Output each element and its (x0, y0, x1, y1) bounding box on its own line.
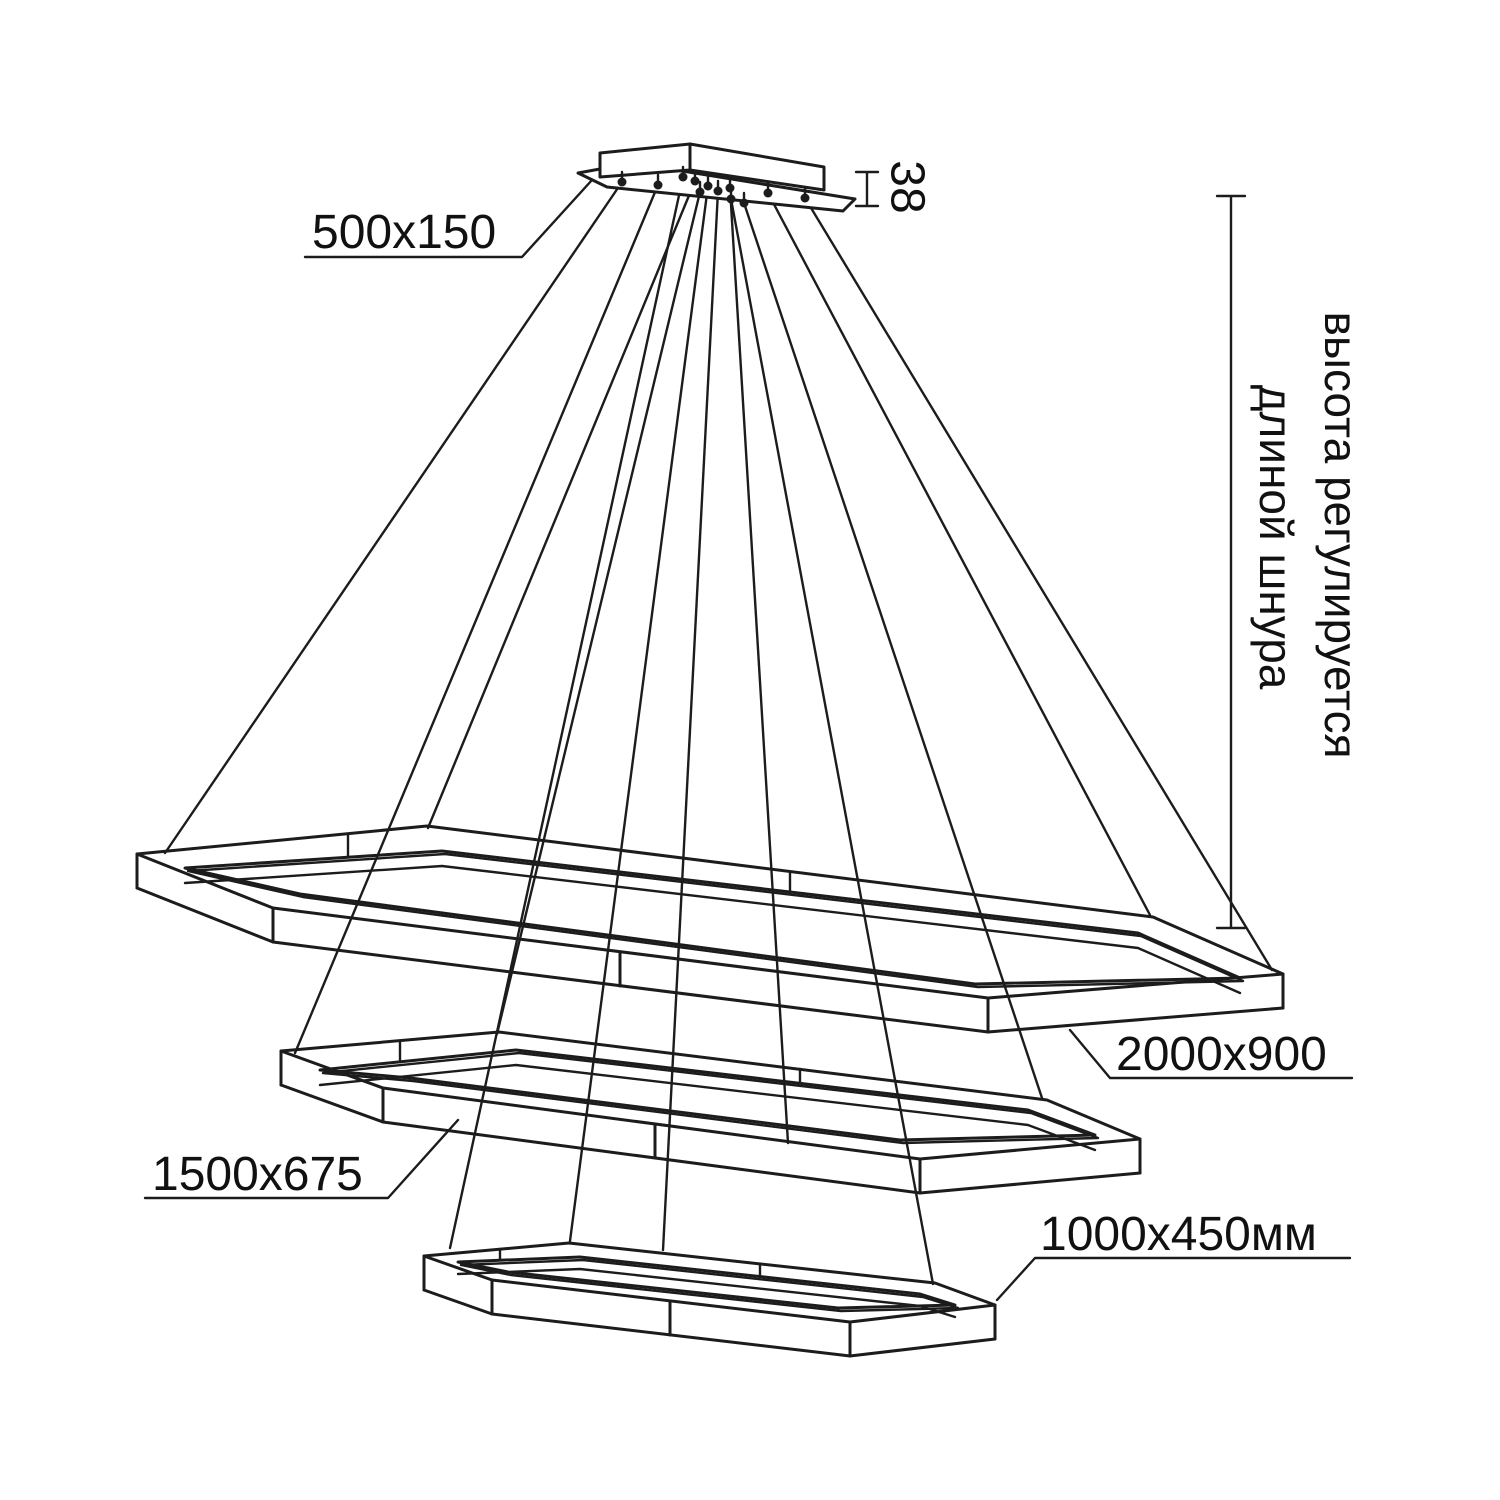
ring-small-text: 1000x450мм (1040, 1208, 1317, 1261)
height-note-line2: длиной шнура (1250, 385, 1302, 690)
height-note-line1: высота регулируется (1315, 311, 1367, 758)
suspension-cords (163, 175, 1274, 1286)
dimension-canopy-thickness: 38 (854, 160, 933, 214)
ring-middle (279, 1030, 1142, 1195)
label-ring-middle: 1500x675 (143, 1118, 460, 1201)
ring-middle-text: 1500x675 (152, 1148, 363, 1201)
ring-small (422, 1241, 997, 1358)
label-ring-small: 1000x450мм (995, 1208, 1352, 1302)
label-canopy-size: 500x150 (303, 178, 594, 259)
dimension-adjustable-height: высота регулируется длиной шнура (1215, 194, 1367, 930)
canopy-size-text: 500x150 (312, 206, 496, 259)
cord-anchors (617, 165, 810, 208)
ring-large-text: 2000x900 (1116, 1028, 1327, 1081)
ring-large (135, 824, 1285, 1034)
ceiling-canopy (576, 142, 857, 213)
label-ring-large: 2000x900 (1068, 1028, 1354, 1081)
canopy-thickness-label: 38 (880, 160, 933, 213)
